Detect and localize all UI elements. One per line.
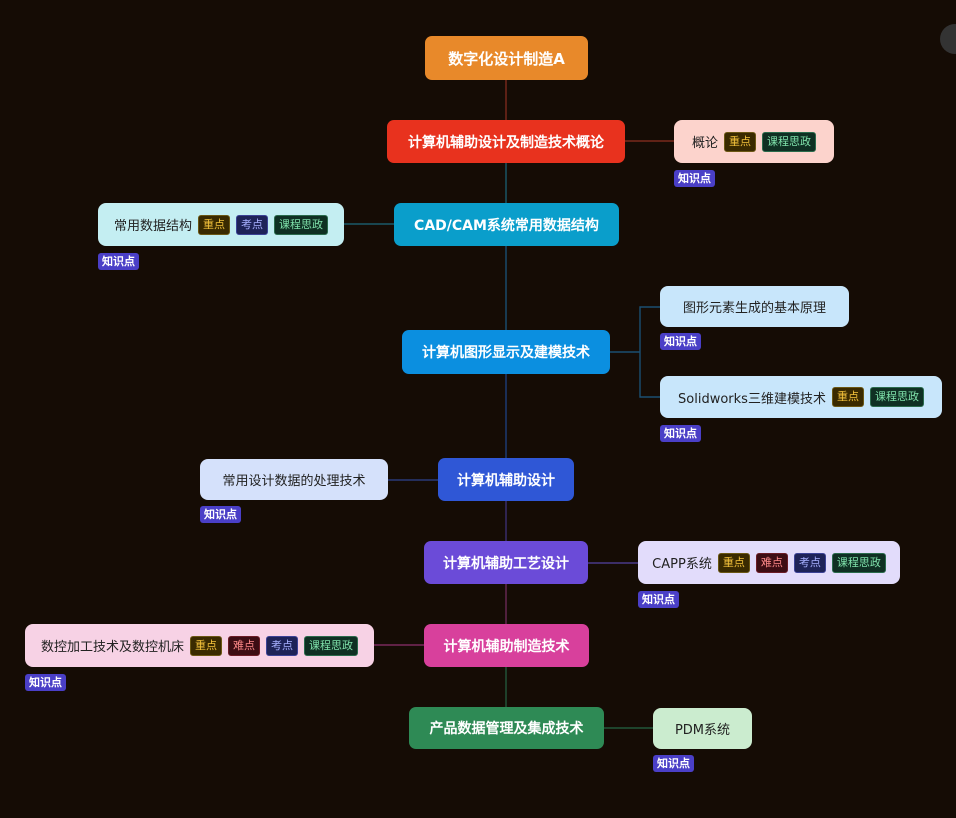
tag-key: 重点 [831, 387, 864, 407]
leaf-capp-system[interactable]: CAPP系统 重点 难点 考点 课程思政 [638, 541, 900, 584]
tag-ideology: 课程思政 [831, 552, 886, 573]
root-node[interactable]: 数字化设计制造A [425, 36, 588, 80]
leaf-label: 常用数据结构 [113, 219, 192, 234]
knowledge-point-badge: 知识点 [653, 755, 694, 772]
branch-cam[interactable]: 计算机辅助制造技术 [424, 624, 589, 667]
tag-ideology: 课程思政 [762, 131, 816, 152]
knowledge-point-badge: 知识点 [660, 425, 701, 442]
tag-exam: 考点 [266, 635, 298, 656]
leaf-design-data-processing[interactable]: 常用设计数据的处理技术 [200, 459, 388, 500]
leaf-label: 常用设计数据的处理技术 [222, 474, 366, 489]
tag-ideology: 课程思政 [274, 214, 328, 235]
knowledge-point-badge: 知识点 [200, 506, 241, 523]
knowledge-point-badge: 知识点 [25, 674, 66, 691]
leaf-cnc-machining[interactable]: 数控加工技术及数控机床 重点 难点 考点 课程思政 [25, 624, 374, 667]
leaf-label: 图形元素生成的基本原理 [682, 301, 826, 316]
leaf-data-structures[interactable]: 常用数据结构 重点 考点 课程思政 [98, 203, 344, 246]
tag-key: 重点 [198, 214, 230, 235]
branch-cad-cam-overview[interactable]: 计算机辅助设计及制造技术概论 [387, 120, 625, 163]
leaf-label: Solidworks三维建模技术 [678, 391, 826, 407]
tag-key: 重点 [724, 131, 756, 152]
tag-difficult: 难点 [228, 635, 260, 656]
knowledge-point-badge: 知识点 [98, 253, 139, 270]
knowledge-point-badge: 知识点 [660, 333, 701, 350]
tag-key: 重点 [190, 635, 222, 656]
tag-ideology: 课程思政 [304, 635, 358, 656]
branch-cad[interactable]: 计算机辅助设计 [438, 458, 574, 501]
tag-difficult: 难点 [755, 552, 788, 573]
tag-key: 重点 [717, 552, 750, 573]
tag-exam: 考点 [793, 552, 826, 573]
branch-pdm[interactable]: 产品数据管理及集成技术 [409, 707, 604, 749]
leaf-label: PDM系统 [674, 723, 731, 738]
knowledge-point-badge: 知识点 [638, 591, 679, 608]
leaf-label: 概论 [691, 136, 718, 151]
leaf-graphics-principles[interactable]: 图形元素生成的基本原理 [660, 286, 849, 327]
corner-handle[interactable] [940, 24, 956, 54]
knowledge-point-badge: 知识点 [674, 170, 715, 187]
leaf-pdm-system[interactable]: PDM系统 [653, 708, 752, 749]
branch-graphics-modeling[interactable]: 计算机图形显示及建模技术 [402, 330, 610, 374]
branch-capp[interactable]: 计算机辅助工艺设计 [424, 541, 588, 584]
leaf-overview[interactable]: 概论 重点 课程思政 [674, 120, 834, 163]
branch-data-structures[interactable]: CAD/CAM系统常用数据结构 [394, 203, 619, 246]
leaf-label: CAPP系统 [652, 557, 712, 572]
leaf-label: 数控加工技术及数控机床 [40, 640, 184, 655]
tag-exam: 考点 [236, 214, 268, 235]
tag-ideology: 课程思政 [869, 387, 924, 407]
leaf-solidworks[interactable]: Solidworks三维建模技术 重点 课程思政 [660, 376, 942, 418]
